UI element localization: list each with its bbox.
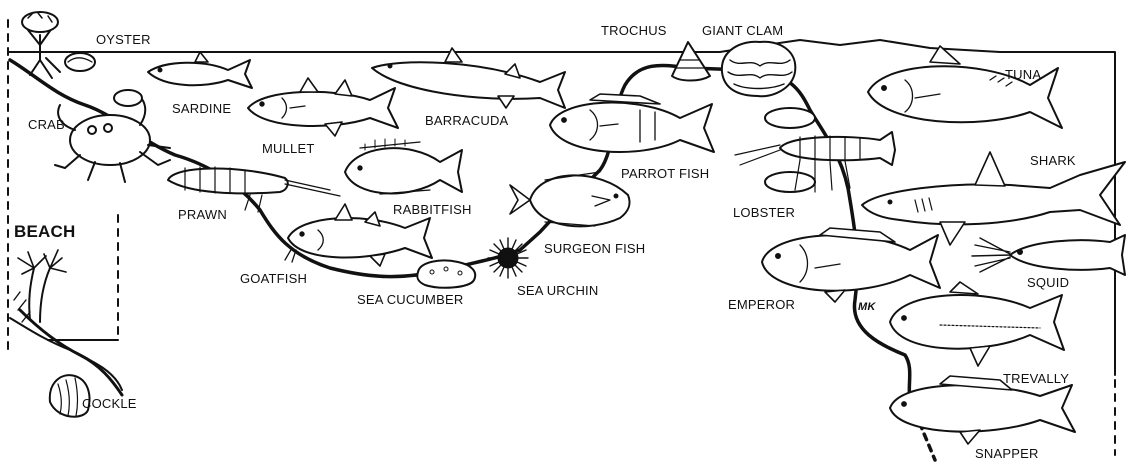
label-giant-clam: GIANT CLAM [702,24,783,37]
label-rabbitfish: RABBITFISH [393,203,472,216]
artist-signature: MK [858,302,876,313]
label-crab: CRAB [28,118,65,131]
mullet-drawing [248,78,398,136]
label-emperor: EMPEROR [728,298,795,311]
snapper-drawing [890,376,1075,444]
oyster-tree-drawing [22,12,95,78]
trochus-drawing [672,42,710,81]
emperor-drawing [762,228,940,302]
label-squid: SQUID [1027,276,1069,289]
tuna-drawing [868,46,1062,128]
trevally-drawing [890,282,1064,366]
crab-drawing [55,90,170,182]
sea-cucumber-drawing [417,260,475,287]
label-lobster: LOBSTER [733,206,795,219]
label-snapper: SNAPPER [975,447,1039,460]
sea-urchin-drawing [488,238,528,278]
squid-drawing [972,235,1125,275]
lobster-drawing [735,108,895,192]
label-parrot-fish: PARROT FISH [621,167,709,180]
barracuda-drawing [372,48,565,108]
label-sea-cucumber: SEA CUCUMBER [357,293,463,306]
label-oyster: OYSTER [96,33,151,46]
label-prawn: PRAWN [178,208,227,221]
label-sardine: SARDINE [172,102,231,115]
rabbitfish-drawing [345,139,462,194]
parrot-fish-drawing [550,94,714,152]
label-tuna: TUNA [1005,68,1041,81]
label-trochus: TROCHUS [601,24,667,37]
label-goatfish: GOATFISH [240,272,307,285]
label-beach: BEACH [14,223,75,240]
label-sea-urchin: SEA URCHIN [517,284,598,297]
sardine-drawing [148,52,252,88]
label-shark: SHARK [1030,154,1076,167]
giant-clam-drawing [722,42,795,97]
label-barracuda: BARRACUDA [425,114,508,127]
label-surgeon-fish: SURGEON FISH [544,242,645,255]
label-mullet: MULLET [262,142,315,155]
label-cockle: COCKLE [82,397,137,410]
surgeon-fish-drawing [510,172,630,226]
label-trevally: TREVALLY [1003,372,1069,385]
shark-drawing [862,152,1125,245]
